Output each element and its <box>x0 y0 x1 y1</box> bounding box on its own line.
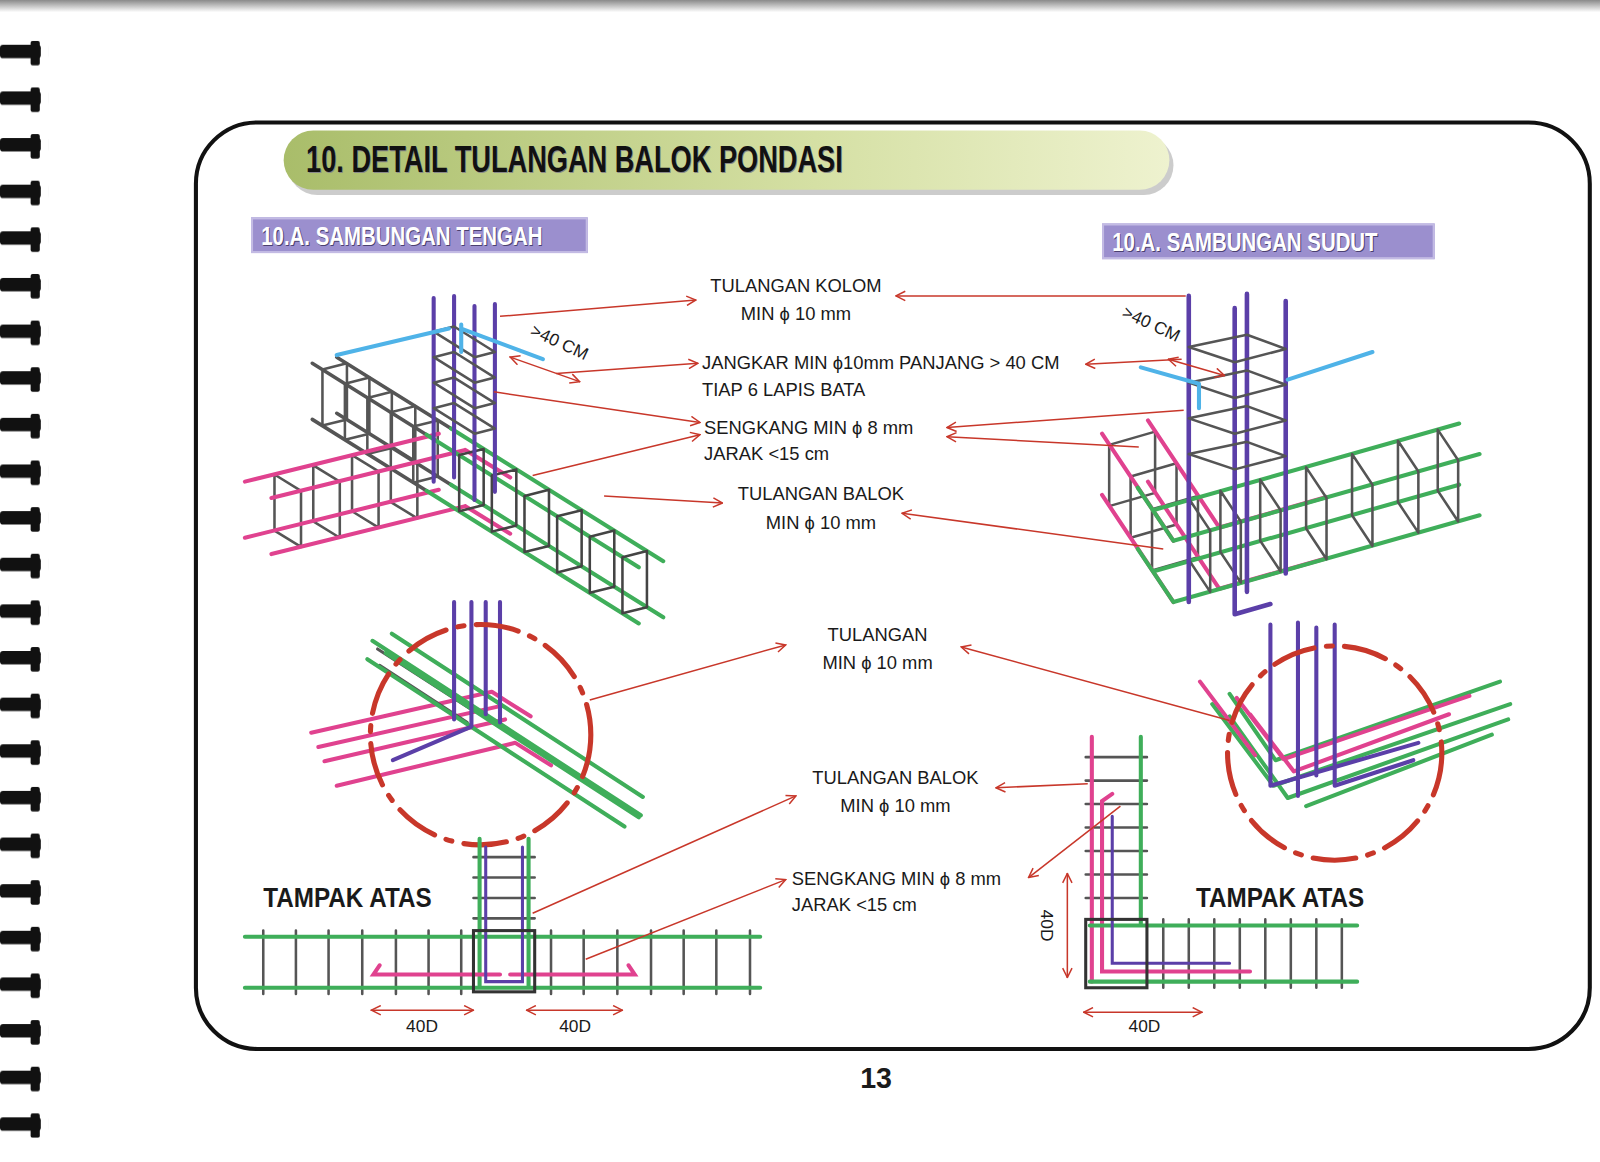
callout-text: TULANGAN MIN ϕ 10 mm <box>811 620 944 677</box>
dimension-text: >40 CM <box>1119 302 1183 346</box>
frame <box>196 122 1590 1049</box>
pink-bars <box>1092 737 1250 982</box>
title-band <box>284 131 1170 190</box>
page-title: 10. DETAIL TULANGAN BALOK PONDASI <box>306 136 843 185</box>
column-box <box>473 931 534 992</box>
stirrups <box>263 857 750 994</box>
column-stirrups <box>434 327 495 434</box>
page-edge <box>0 0 1600 12</box>
callout-text: TULANGAN BALOK MIN ϕ 10 mm <box>801 763 990 820</box>
callout-text: TULANGAN KOLOM MIN ϕ 10 mm <box>699 271 893 328</box>
spiral-binding <box>0 41 49 1138</box>
column-bars <box>486 847 523 982</box>
leader-lines <box>494 296 1230 959</box>
leader-line <box>533 796 796 913</box>
tee-plan <box>245 839 760 1010</box>
leader-line <box>896 295 1186 297</box>
section-band: 10.A. SAMBUNGAN TENGAH <box>251 217 588 253</box>
dimension-text: 40D <box>406 1016 438 1036</box>
green-bars <box>427 429 664 624</box>
green-bars <box>1090 737 1357 982</box>
leader-line <box>902 513 1163 549</box>
callout-text: JANGKAR MIN ϕ10mm PANJANG > 40 CM TIAP 6… <box>702 350 1082 403</box>
leader-line <box>494 392 700 423</box>
dimension-arrow <box>510 357 579 381</box>
stirrups <box>459 449 647 613</box>
leader-line <box>500 300 696 316</box>
view-title: TAMPAK ATAS <box>263 882 431 915</box>
dimension-arrow <box>1084 1011 1202 1013</box>
green-bars <box>245 839 760 988</box>
leader-line <box>590 645 786 700</box>
dimension-arrow <box>1067 873 1069 977</box>
view-title: TAMPAK ATAS <box>1196 882 1364 915</box>
leader-line <box>996 784 1088 788</box>
section-band: 10.A. SAMBUNGAN SUDUT <box>1102 223 1435 259</box>
leader-line <box>556 363 698 373</box>
dimension-arrow <box>371 1009 473 1011</box>
leader-line <box>533 435 700 476</box>
detail-circle <box>1228 646 1442 860</box>
tee-detail <box>311 602 643 845</box>
dimension-text: 40D <box>1129 1016 1161 1036</box>
leader-line <box>1029 806 1121 877</box>
column-bars <box>434 296 495 500</box>
dimension-text: 40D <box>559 1016 591 1036</box>
corner-detail <box>1200 622 1510 860</box>
callout-text: SENGKANG MIN ϕ 8 mm JARAK <15 cm <box>704 414 944 467</box>
corner-plan <box>1067 737 1357 1013</box>
section-heading: 10.A. SAMBUNGAN TENGAH <box>261 220 542 251</box>
dimension-arrow <box>1168 359 1224 375</box>
stirrups <box>1190 430 1458 592</box>
callout-text: SENGKANG MIN ϕ 8 mm JARAK <15 cm <box>792 865 1032 918</box>
green-bars <box>367 634 643 827</box>
section-heading: 10.A. SAMBUNGAN SUDUT <box>1112 226 1377 257</box>
dimension-arrow <box>527 1009 623 1011</box>
column-box <box>1086 919 1147 987</box>
detail-circle <box>370 624 590 844</box>
green-bars <box>1212 682 1510 806</box>
leader-line <box>947 410 1184 427</box>
leader-line <box>1086 359 1182 364</box>
anchor-bars <box>337 324 543 359</box>
corner-3d <box>1102 294 1480 614</box>
stirrups <box>1086 757 1342 988</box>
anchor-bars <box>1141 352 1373 408</box>
dimension-text: 40D <box>1036 910 1056 942</box>
column-bars <box>1189 294 1286 614</box>
pink-bars <box>373 965 634 974</box>
leader-line <box>586 880 786 960</box>
leader-line <box>604 496 722 503</box>
leader-line <box>961 647 1229 720</box>
callout-text: TULANGAN BALOK MIN ϕ 10 mm <box>727 480 916 537</box>
leader-line <box>947 437 1139 447</box>
column-stirrups <box>1189 335 1286 470</box>
page-number: 13 <box>860 1061 892 1096</box>
